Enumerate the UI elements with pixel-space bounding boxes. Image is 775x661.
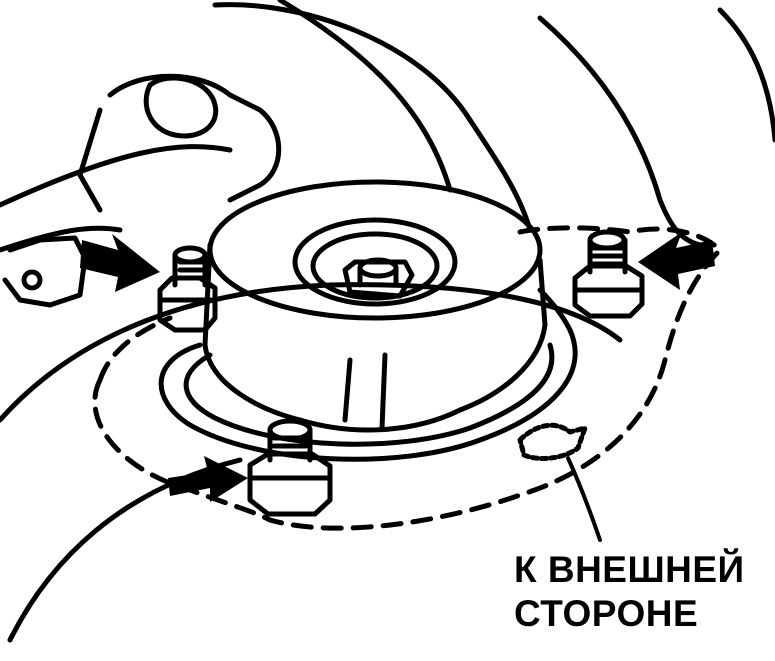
bracket <box>107 73 282 203</box>
wheel-arch-line-2 <box>537 15 703 248</box>
arrow-right-stud <box>638 232 715 290</box>
left-flange-hole <box>21 269 43 291</box>
mount-cylinder-top <box>207 179 543 321</box>
fender-edge <box>277 0 453 193</box>
center-recess-outer <box>292 217 458 307</box>
dashed-plate-outline-2 <box>97 315 173 383</box>
callout-label: К ВНЕШНЕЙ СТОРОНЕ <box>514 548 745 636</box>
right-stud-nut <box>572 229 645 319</box>
left-flange <box>2 235 88 308</box>
center-recess-inner <box>310 231 440 301</box>
wheel-arch-line <box>212 2 533 233</box>
alignment-mark <box>517 422 588 461</box>
bracket-inner <box>143 75 219 139</box>
base-flange-ring <box>158 287 578 462</box>
arrow-front-stud <box>168 456 248 502</box>
leader-line <box>566 456 602 542</box>
front-stud-nut <box>247 418 333 517</box>
center-rod <box>357 265 399 288</box>
mount-cylinder-base <box>297 407 463 433</box>
mount-plate-lower-arc <box>7 457 243 643</box>
left-stud-nut <box>157 245 218 333</box>
callout-line-1: К ВНЕШНЕЙ <box>514 549 745 590</box>
mount-cylinder-side-left <box>202 242 303 423</box>
callout-line-2: СТОРОНЕ <box>514 593 699 634</box>
mount-cylinder-side-right <box>457 257 548 413</box>
center-rod-top <box>357 257 399 279</box>
cylinder-flat <box>342 352 388 431</box>
bracket-side <box>77 107 103 213</box>
arrow-left-stud <box>80 234 160 292</box>
body-shell-curve-2 <box>0 225 123 253</box>
center-nut <box>342 259 415 299</box>
body-shell-curve <box>0 144 233 208</box>
base-flange-ring-inner <box>183 342 555 447</box>
wheel-arch-line-3 <box>717 7 775 143</box>
